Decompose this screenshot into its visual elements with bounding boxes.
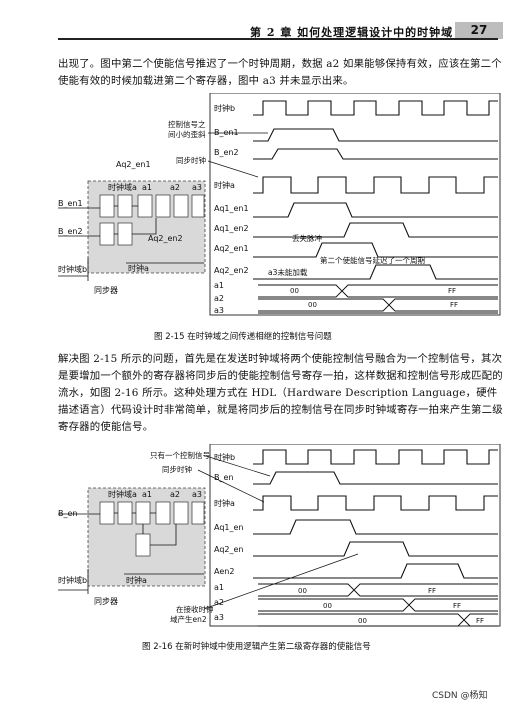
- annot-skew-2: 间小的歪斜: [168, 129, 206, 139]
- circuit16-clka-label: 时钟a: [126, 575, 147, 585]
- circuit-ben1-label: B_en1: [58, 199, 83, 208]
- circuit-a1: a1: [142, 183, 152, 192]
- wave-aq1en2: [253, 222, 498, 238]
- annot-lost-pulse: 丢失脉冲: [292, 233, 322, 243]
- paragraph-solution: 解决图 2-15 所示的问题，首先是在发送时钟域将两个使能控制信号融合为一个控制…: [58, 353, 503, 433]
- circuit16-domain-b-label: 时钟域b: [58, 575, 87, 585]
- annot16-recv-1: 在接收时钟: [176, 604, 214, 614]
- wave16-label-ben: B_en: [214, 473, 233, 482]
- wave-label-aq1en2: Aq1_en2: [214, 224, 249, 233]
- wave16-label-clka: 时钟a: [214, 498, 235, 508]
- wave-label-ben1: B_en1: [214, 128, 239, 137]
- wave16-label-a2: a2: [214, 598, 224, 607]
- circuit-a2: a2: [170, 183, 180, 192]
- figure-2-15: 时钟b B_en1 B_en2 时钟a Aq1_en1 Aq1_en2 Aq2_…: [58, 93, 501, 316]
- wave16-clka: [253, 495, 498, 511]
- wave16-label-aq1en: Aq1_en: [214, 523, 244, 532]
- wave16-aq2en: [253, 541, 498, 557]
- circuit16-ben-label: B_en: [58, 509, 77, 518]
- wave-aq2en1: [253, 242, 498, 258]
- wave-ben2: [253, 148, 498, 160]
- wave-label-clka: 时钟a: [214, 180, 235, 190]
- annot-delayed: 第二个使能信号延迟了一个周期: [320, 255, 425, 265]
- circuit16-a1: a1: [142, 490, 152, 499]
- wave-label-ben2: B_en2: [214, 148, 239, 157]
- circuit-synchronizer-label: 同步器: [94, 286, 118, 295]
- annot-sync-clock: 同步时钟: [176, 155, 206, 165]
- bus-a1-ff: FF: [448, 287, 456, 295]
- wave16-aen2: [253, 563, 498, 579]
- circuit16-a2: a2: [170, 490, 180, 499]
- page-number: 27: [455, 22, 503, 39]
- circuit16-synchronizer-label: 同步器: [94, 597, 118, 606]
- wave-label-a3: a3: [214, 306, 224, 315]
- chapter-title: 第 2 章 如何处理逻辑设计中的时钟域: [250, 26, 454, 39]
- figure-2-15-caption: 图 2-15 在时钟域之间传递相继的控制信号问题: [154, 332, 332, 342]
- wave16-label-aq2en: Aq2_en: [214, 545, 244, 554]
- page-header: 第 2 章 如何处理逻辑设计中的时钟域 27: [0, 0, 531, 44]
- circuit-aq2en2-label: Aq2_en2: [148, 234, 183, 243]
- wave16-aq1en: [253, 519, 498, 535]
- wave-ben1: [253, 128, 498, 142]
- wave-label-a1: a1: [214, 281, 224, 290]
- wave-label-aq2en1: Aq2_en1: [214, 244, 249, 253]
- paragraph-intro: 出现了。图中第二个使能信号推迟了一个时钟周期，数据 a2 如果能够保持有效，应该…: [58, 58, 502, 87]
- annot16-single: 只有一个控制信号: [150, 450, 210, 460]
- bus16-a1-ff: FF: [428, 587, 436, 595]
- wave-label-a2: a2: [214, 294, 224, 303]
- circuit-domain-b-label: 时钟域b: [58, 264, 87, 274]
- wave16-clkb: [253, 449, 498, 465]
- wave-label-aq1en1: Aq1_en1: [214, 204, 249, 213]
- wave-label-aq2en2: Aq2_en2: [214, 266, 249, 275]
- bus16-a2-ff: FF: [453, 602, 461, 610]
- annot-a3-not-loaded: a3未能加载: [268, 267, 308, 277]
- wave-clkb: [253, 100, 498, 116]
- figure-2-16-caption: 图 2-16 在新时钟域中使用逻辑产生第二级寄存器的使能信号: [142, 642, 371, 652]
- bus-a2-00: 00: [308, 301, 317, 309]
- bus16-a3-ff: FF: [476, 617, 484, 625]
- circuit-ben2-label: B_en2: [58, 227, 83, 236]
- wave-aq1en1: [253, 202, 498, 218]
- bus16-a2-00: 00: [323, 602, 332, 610]
- wave-label-clkb: 时钟b: [214, 103, 235, 113]
- wave16-label-clkb: 时钟b: [214, 452, 235, 462]
- annot16-sync-clock: 同步时钟: [162, 464, 192, 474]
- circuit-clka-label: 时钟a: [128, 263, 149, 273]
- annot-skew-1: 控制信号之: [168, 119, 206, 129]
- wave16-label-a3: a3: [214, 613, 224, 622]
- watermark: CSDN @杨知: [432, 691, 488, 701]
- circuit-a3: a3: [192, 183, 202, 192]
- circuit16-a3: a3: [192, 490, 202, 499]
- bus-a1-00: 00: [290, 287, 299, 295]
- circuit-domain-a-label: 时钟域a: [108, 182, 137, 192]
- annot16-recv-2: 域产生en2: [170, 614, 207, 624]
- wave16-label-a1: a1: [214, 583, 224, 592]
- figure-2-16: 时钟b B_en 时钟a Aq1_en Aq2_en Aen2 a1 a2 a3…: [58, 444, 501, 627]
- bus-a2-ff: FF: [450, 301, 458, 309]
- circuit16-domain-a-label: 时钟域a: [108, 489, 137, 499]
- header-rule: [58, 38, 498, 40]
- circuit-aq2en1-label: Aq2_en1: [116, 160, 151, 169]
- wave16-ben: [253, 471, 498, 485]
- wave16-label-aen2: Aen2: [214, 567, 234, 576]
- wave-clka: [253, 176, 498, 194]
- bus16-a3-00: 00: [358, 617, 367, 625]
- wave-aq2en2: [253, 264, 498, 280]
- bus16-a1-00: 00: [298, 587, 307, 595]
